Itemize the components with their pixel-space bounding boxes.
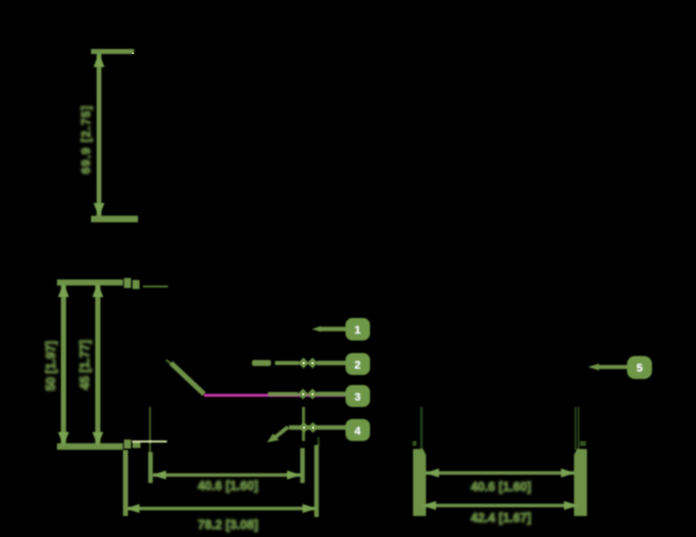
svg-text:69.9 [2.75]: 69.9 [2.75] <box>79 105 93 174</box>
svg-text:1: 1 <box>354 325 360 337</box>
svg-text:40.6 [1.60]: 40.6 [1.60] <box>198 479 258 493</box>
svg-text:5: 5 <box>636 363 642 375</box>
svg-text:40.6 [1.60]: 40.6 [1.60] <box>471 480 531 494</box>
svg-text:42.4 [1.67]: 42.4 [1.67] <box>471 511 531 525</box>
svg-text:4: 4 <box>354 426 361 438</box>
svg-text:45 [1.77]: 45 [1.77] <box>78 340 92 390</box>
svg-text:50 [1.97]: 50 [1.97] <box>44 341 58 391</box>
svg-text:78.2 [3.08]: 78.2 [3.08] <box>198 518 258 532</box>
svg-text:3: 3 <box>354 392 360 404</box>
svg-text:2: 2 <box>354 360 360 372</box>
